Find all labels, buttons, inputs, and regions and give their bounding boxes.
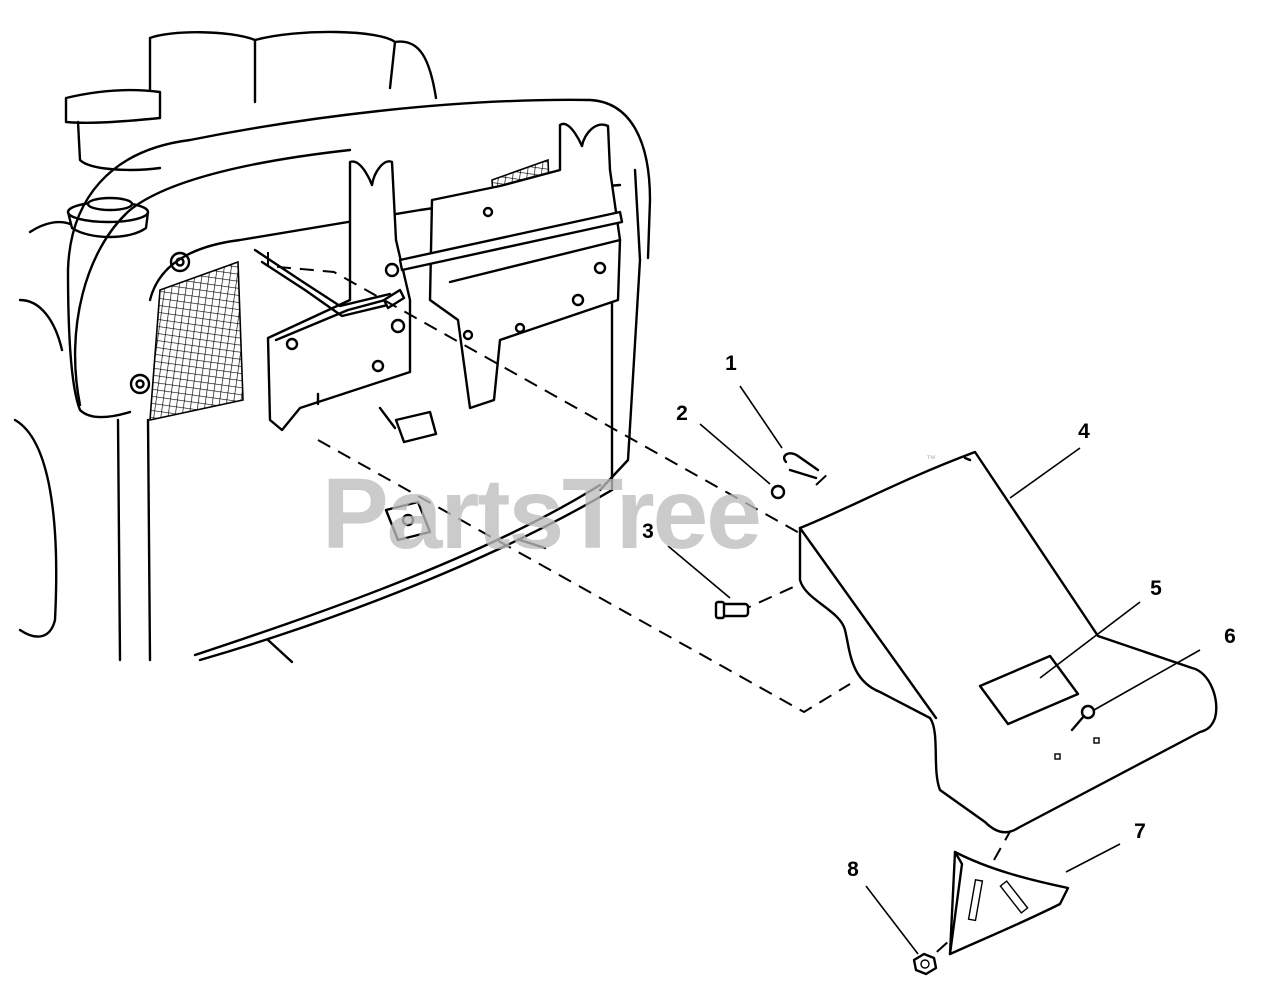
leader-lines [667,385,1201,955]
fuel-cap [66,196,150,239]
wedge-bracket [948,850,1070,956]
callout-labels: 1 2 3 4 5 6 7 8 [642,352,1236,881]
callout-3: 3 [642,520,654,543]
callout-5: 5 [1150,577,1162,600]
callout-6: 6 [1224,625,1236,648]
pivot-rod [253,210,624,318]
callout-1: 1 [725,352,737,375]
callout-8: 8 [847,858,859,881]
partstree-watermark: PartsTree ™ [322,454,936,570]
hairpin-clip [783,452,820,480]
washer [770,484,786,500]
left-mounting-bracket [266,160,412,432]
decal-label [978,654,1080,726]
callout-4: 4 [1078,420,1090,443]
callout-2: 2 [676,402,688,425]
carriage-bolt [1070,704,1096,732]
hex-nut [912,952,938,976]
right-mounting-bracket [428,122,622,410]
latch-parts [378,288,438,542]
deflector-chute [798,450,1218,834]
clevis-pin [714,600,750,620]
callout-7: 7 [1134,820,1146,843]
mower-seat-and-hood [13,30,652,664]
watermark-trademark: ™ [926,454,936,465]
watermark-text: PartsTree [322,458,760,570]
